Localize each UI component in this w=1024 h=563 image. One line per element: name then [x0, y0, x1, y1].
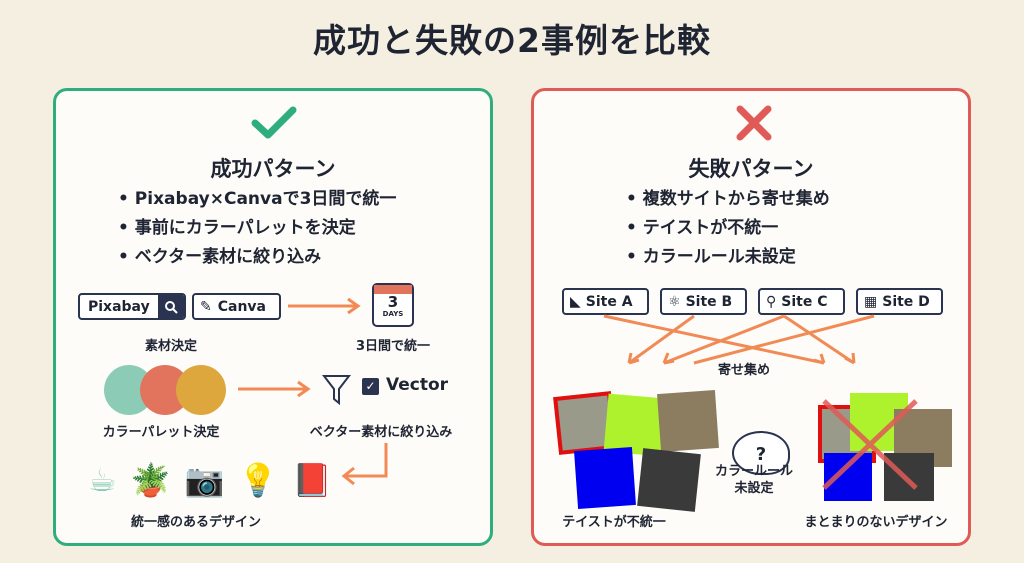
book-icon: 📕 [292, 461, 333, 499]
site-d-badge: ▦Site D [856, 288, 943, 315]
site-c-icon: ⚲ [766, 293, 777, 310]
bullet: 事前にカラーパレットを決定 [118, 214, 396, 243]
success-card: 成功パターン Pixabay×Canvaで3日間で統一 事前にカラーパレットを決… [53, 88, 493, 546]
step-label: ベクター素材に絞り込み [309, 425, 453, 440]
pixabay-search: Pixabay [78, 293, 186, 320]
failure-heading: 失敗パターン [688, 157, 814, 181]
bullet: 複数サイトから寄せ集め [626, 185, 830, 214]
gradient-image [657, 390, 719, 452]
arrow-icon [341, 443, 388, 486]
palette-label-line: 未設定 [734, 481, 774, 496]
site-d-icon: ▦ [864, 293, 878, 310]
palette-label: カラールール未設定 [709, 463, 799, 497]
plant-icon: 🪴 [130, 461, 171, 499]
pixel-art-image [574, 447, 636, 509]
failure-bullets: 複数サイトから寄せ集め テイストが不統一 カラールール未設定 [626, 185, 830, 272]
mixed-images: ? [534, 390, 974, 512]
success-bullets: Pixabay×Canvaで3日間で統一 事前にカラーパレットを決定 ベクター素… [118, 185, 397, 272]
design-icons: ☕ 🪴 📷 💡 📕 [88, 461, 332, 499]
calendar-icon: 3 DAYS [372, 283, 414, 327]
bullet: ベクター素材に絞り込み [118, 243, 396, 272]
site-label: Site D [882, 293, 930, 310]
bullet: テイストが不統一 [626, 214, 830, 243]
page-title: 成功と失敗の2事例を比較 [313, 21, 711, 60]
3d-cube-image [637, 448, 701, 512]
arrow-icon [238, 380, 311, 398]
canva-label: Canva [217, 298, 266, 315]
result-label: まとまりのないデザイン [804, 515, 948, 530]
cross-icon [736, 105, 772, 141]
question-mark: ? [755, 444, 767, 465]
step-label: 3日間で統一 [355, 339, 431, 354]
checkbox-icon: ✓ [362, 378, 379, 395]
vector-label: Vector [386, 375, 449, 395]
canva-badge: ✎ Canva [192, 293, 281, 320]
lightbulb-icon: 💡 [238, 461, 279, 499]
success-heading: 成功パターン [210, 157, 336, 181]
palette-label-line: カラールール [714, 464, 793, 479]
magic-wand-icon: ✎ [200, 298, 212, 315]
site-label: Site A [585, 293, 633, 310]
bullet: Pixabay×Canvaで3日間で統一 [118, 185, 397, 214]
camera-icon: 📷 [184, 461, 225, 499]
site-b-icon: ⚛ [668, 293, 681, 310]
calendar-unit: DAYS [382, 310, 404, 318]
site-label: Site B [685, 293, 733, 310]
checkmark-icon [251, 106, 297, 139]
step-label: 統一感のあるデザイン [130, 515, 261, 530]
filter-icon [322, 375, 352, 406]
step-label: カラーパレット決定 [102, 425, 220, 440]
pixabay-label: Pixabay [88, 298, 150, 315]
step-label: 素材決定 [144, 339, 197, 354]
search-icon [158, 295, 184, 318]
site-a-icon: ◣ [570, 293, 581, 310]
crossing-arrows [603, 314, 875, 365]
palette-icon: ? [732, 431, 790, 475]
mixed-label: テイストが不統一 [562, 515, 666, 530]
arrow-icon [288, 297, 361, 315]
palette-swatch [176, 365, 226, 415]
calendar-number: 3 [387, 293, 399, 311]
failure-card: 失敗パターン 複数サイトから寄せ集め テイストが不統一 カラールール未設定 ◣S… [531, 88, 971, 546]
strike-cross-icon [822, 399, 918, 490]
site-b-badge: ⚛Site B [660, 288, 747, 315]
site-c-badge: ⚲Site C [758, 288, 845, 315]
site-a-badge: ◣Site A [562, 288, 649, 315]
gather-label: 寄せ集め [717, 363, 770, 378]
coffee-cup-icon: ☕ [88, 461, 117, 499]
bullet: カラールール未設定 [626, 243, 830, 272]
3d-cube-image [884, 453, 934, 501]
site-label: Site C [781, 293, 828, 310]
